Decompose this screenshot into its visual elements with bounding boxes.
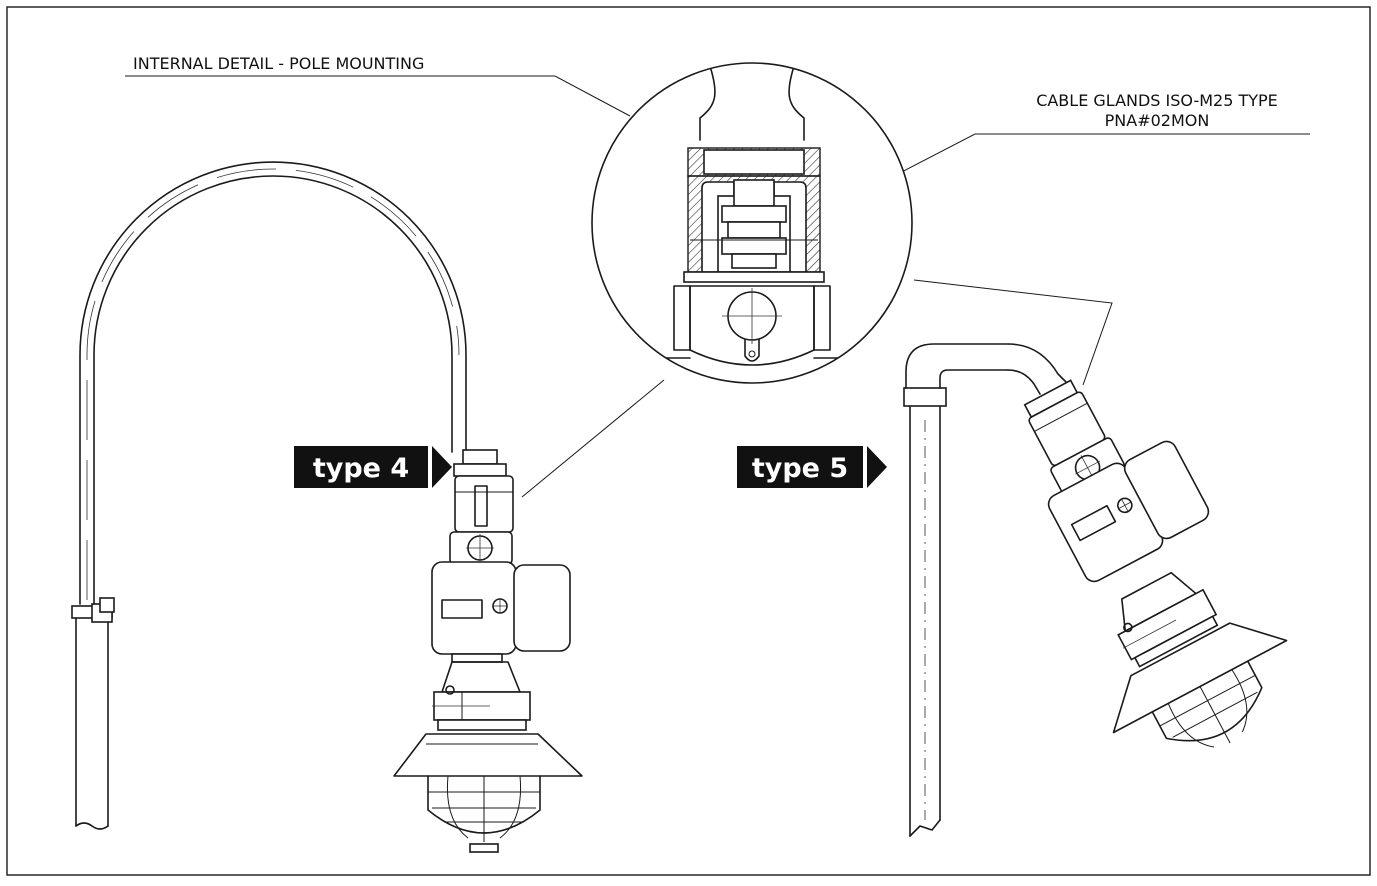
type5-pole-fixture bbox=[903, 343, 1288, 837]
label-cable-glands-line2: PNA#02MON bbox=[1105, 111, 1210, 130]
type4-arrow-icon bbox=[432, 446, 452, 488]
leader-internal-detail bbox=[125, 75, 631, 117]
label-internal-detail: INTERNAL DETAIL - POLE MOUNTING bbox=[125, 54, 631, 117]
type4-badge-bg bbox=[294, 446, 428, 488]
leader-detail-type4 bbox=[521, 379, 665, 498]
type5-badge: type 5 bbox=[737, 446, 887, 488]
type4-badge-label: type 4 bbox=[313, 453, 409, 484]
type4-badge: type 4 bbox=[294, 446, 452, 488]
type5-badge-bg bbox=[737, 446, 863, 488]
leader-detail-type5 bbox=[913, 279, 1113, 386]
label-cable-glands-line1: CABLE GLANDS ISO-M25 TYPE bbox=[1036, 91, 1278, 110]
drawing-frame bbox=[6, 6, 1371, 876]
label-internal-detail-text: INTERNAL DETAIL - POLE MOUNTING bbox=[133, 54, 424, 73]
internal-detail-view bbox=[591, 62, 913, 384]
type4-pole-fixture bbox=[71, 161, 583, 853]
type5-badge-label: type 5 bbox=[752, 453, 848, 484]
type5-arrow-icon bbox=[867, 446, 887, 488]
